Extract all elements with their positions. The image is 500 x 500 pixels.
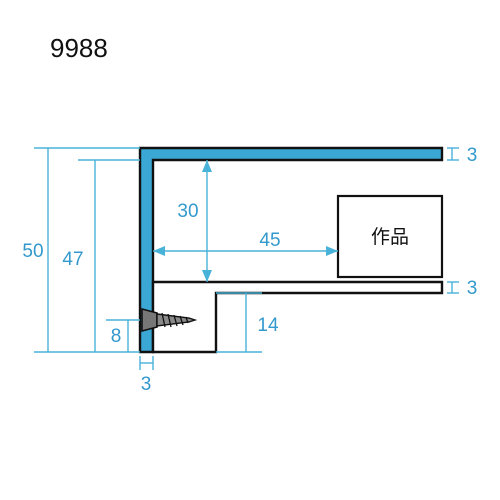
- dim-back-thickness: 3: [141, 374, 152, 395]
- dim-lip-height: 14: [257, 315, 279, 336]
- artwork-box: 作品: [336, 194, 444, 279]
- dim-inner-height: 47: [62, 249, 83, 270]
- profile-shelf-section: [151, 280, 444, 354]
- dimension-labels: 50 47 8 30 45 14 3 3 3: [22, 145, 477, 395]
- dim-total-height: 50: [22, 241, 43, 262]
- dimension-lines: [34, 147, 459, 370]
- artwork-label: 作品: [371, 226, 409, 248]
- dim-shelf-thickness: 3: [467, 278, 478, 299]
- dim-top-thickness: 3: [467, 145, 478, 166]
- dim-top-gap: 30: [177, 201, 198, 222]
- dim-depth: 45: [259, 230, 280, 251]
- model-number: 9988: [50, 33, 108, 63]
- screw-icon: [141, 307, 198, 333]
- dim-screw-height: 8: [111, 326, 122, 347]
